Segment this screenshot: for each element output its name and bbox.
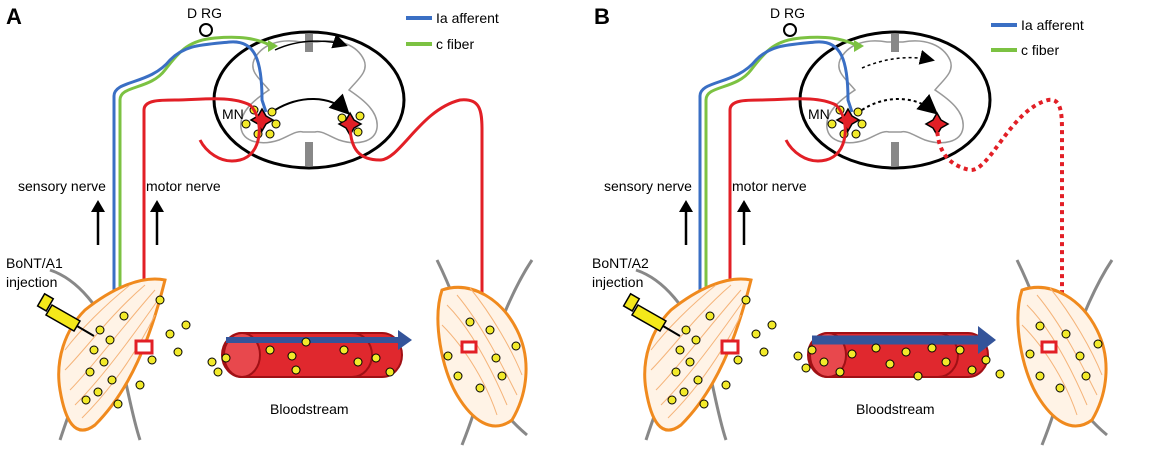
motor-nerve-path-right-blocked: [935, 97, 1064, 340]
drg-label: D RG: [187, 5, 222, 21]
panel-letter: B: [594, 4, 610, 29]
bloodstream-label: Bloodstream: [856, 401, 935, 417]
flow-arrow-head: [978, 326, 996, 354]
motor-nerve-path-right: [348, 98, 484, 344]
sensory-nerve-label: sensory nerve: [18, 178, 106, 194]
signal-arrow-ventral: [274, 93, 350, 115]
legend: Ia afferent c fiber: [991, 17, 1084, 58]
signal-arrow-ventral: [861, 94, 939, 115]
toxin-particles: [667, 295, 1103, 409]
panel-letter: A: [6, 4, 22, 29]
up-arrow-icon: [150, 200, 164, 245]
drg-ganglion: [199, 23, 213, 37]
injection-label-2: injection: [592, 274, 643, 290]
ia-afferent-path: [698, 40, 854, 380]
muscle-injected: [48, 268, 167, 442]
motor-nerve-label: motor nerve: [146, 178, 221, 194]
up-arrow-icon: [91, 200, 105, 245]
legend-label-ia: Ia afferent: [1021, 17, 1084, 33]
neuromuscular-junction: [134, 339, 154, 355]
up-arrow-icon: [737, 200, 751, 245]
signal-arrow-dorsal: [274, 34, 348, 51]
signal-arrow-dorsal: [861, 50, 935, 69]
drg-ganglion: [783, 23, 797, 37]
mn-label: MN: [222, 106, 244, 122]
motor-nerve-path-left: [142, 97, 261, 346]
legend-label-cfiber: c fiber: [1021, 42, 1059, 58]
ia-afferent-path: [112, 40, 268, 380]
motor-nerve-label: motor nerve: [732, 178, 807, 194]
spinal-cord: [798, 30, 992, 170]
legend-label-ia: Ia afferent: [436, 10, 499, 26]
panel-b: B MN D RG sensory nerve motor nerve Ia a…: [592, 4, 1114, 447]
mn-label: MN: [808, 106, 830, 122]
neuromuscular-junction: [720, 339, 740, 355]
toxin-particles: [81, 295, 521, 409]
injection-label-2: injection: [6, 274, 57, 290]
bloodstream-label: Bloodstream: [270, 401, 349, 417]
neuromuscular-junction: [460, 340, 478, 354]
muscle-injected: [634, 268, 753, 442]
up-arrow-icon: [679, 200, 693, 245]
legend: Ia afferent c fiber: [406, 10, 499, 52]
panel-a: A MN D RG sensory nerve motor nerve: [6, 4, 534, 447]
muscle-distant: [435, 258, 534, 447]
c-fiber-terminal: [854, 40, 864, 52]
injection-label-1: BoNT/A1: [6, 255, 63, 271]
neuromuscular-junction: [1040, 340, 1058, 354]
drg-label: D RG: [770, 5, 805, 21]
legend-label-cfiber: c fiber: [436, 36, 474, 52]
c-fiber-terminal: [268, 40, 278, 52]
toxin-particles-cord: [827, 105, 867, 139]
flow-arrow-head: [398, 330, 412, 350]
sensory-nerve-label: sensory nerve: [604, 178, 692, 194]
injection-label-1: BoNT/A2: [592, 255, 649, 271]
motor-nerve-path-left: [728, 97, 847, 346]
